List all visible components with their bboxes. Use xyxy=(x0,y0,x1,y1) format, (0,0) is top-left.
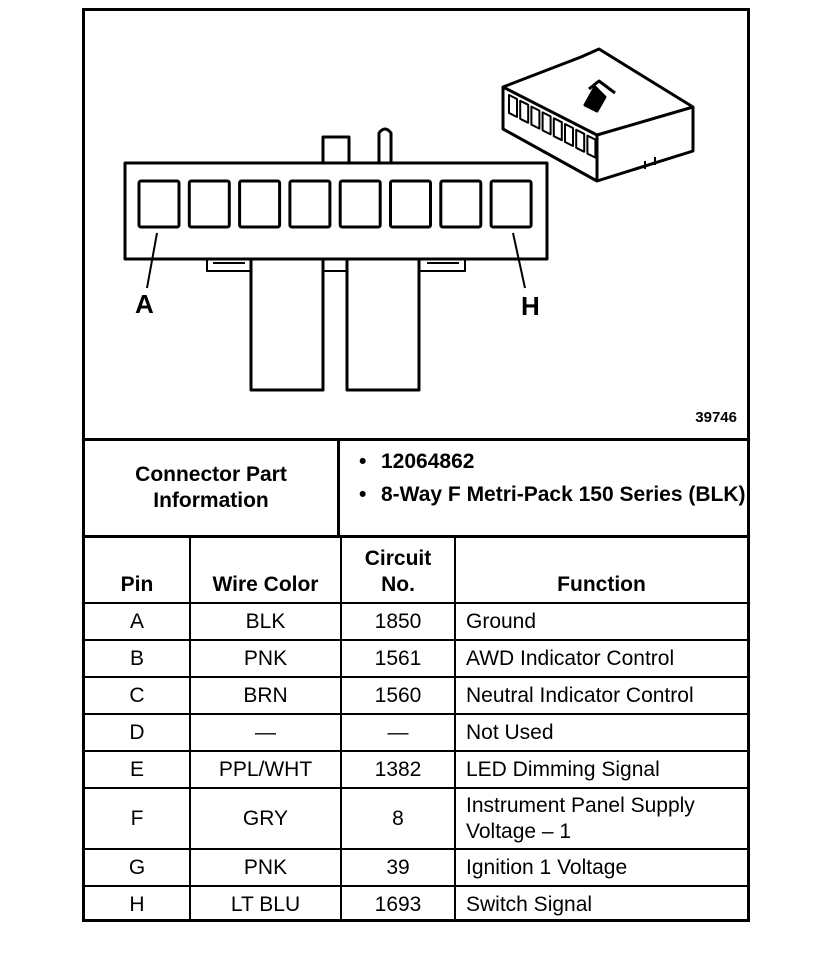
leader-line-h xyxy=(512,232,526,289)
connector-info-list: 12064862 8-Way F Metri-Pack 150 Series (… xyxy=(357,449,746,515)
function-cell: Switch Signal xyxy=(454,885,747,922)
pin-cavity xyxy=(489,179,533,229)
function-cell: AWD Indicator Control xyxy=(454,639,747,678)
pin-cavity xyxy=(389,179,432,229)
wire-color-cell: PNK xyxy=(189,639,342,678)
circuit-cell: 8 xyxy=(340,787,456,850)
pin-cavity xyxy=(187,179,231,229)
pin-cavity-3d xyxy=(586,134,597,159)
harness-right xyxy=(345,257,421,392)
connector-part-info: Connector Part Information 12064862 8-Wa… xyxy=(85,441,747,538)
pin-h-label: H xyxy=(521,291,540,321)
circuit-cell: 1693 xyxy=(340,885,456,922)
table-row: B PNK 1561 AWD Indicator Control xyxy=(85,639,747,678)
pin-cavity xyxy=(338,179,382,229)
header-wire-color: Wire Color xyxy=(189,538,342,604)
table-row: H LT BLU 1693 Switch Signal xyxy=(85,885,747,922)
connector-3d-view xyxy=(501,47,695,183)
function-cell: Instrument Panel Supply Voltage – 1 xyxy=(454,787,747,850)
pin-cavity xyxy=(238,179,282,229)
wire-color-cell: — xyxy=(189,713,342,752)
pin-cavity xyxy=(439,179,483,229)
table-row: G PNK 39 Ignition 1 Voltage xyxy=(85,848,747,887)
connector-type: 8-Way F Metri-Pack 150 Series (BLK) xyxy=(357,482,746,508)
pin-cavity-3d xyxy=(552,117,563,142)
pin-cell: D xyxy=(85,713,191,752)
pin-cell: B xyxy=(85,639,191,678)
header-circuit-no: Circuit No. xyxy=(340,538,456,604)
leader-line-a xyxy=(146,232,158,289)
wire-color-cell: PPL/WHT xyxy=(189,750,342,789)
pin-cavity-3d xyxy=(541,111,552,136)
pin-cell: H xyxy=(85,885,191,922)
pin-cell: A xyxy=(85,602,191,641)
pin-cavity-3d xyxy=(508,94,518,118)
pin-cavities xyxy=(137,179,533,229)
wire-color-cell: GRY xyxy=(189,787,342,850)
pin-cell: G xyxy=(85,848,191,887)
lock-tab xyxy=(321,135,351,165)
circuit-cell: 1561 xyxy=(340,639,456,678)
wire-color-cell: PNK xyxy=(189,848,342,887)
pin-cell: C xyxy=(85,676,191,715)
ledge xyxy=(206,259,466,272)
function-cell: Not Used xyxy=(454,713,747,752)
pin-table: Pin Wire Color Circuit No. Function A BL… xyxy=(85,538,747,922)
pin-cell: E xyxy=(85,750,191,789)
harness-left xyxy=(249,257,325,392)
connector-drawing xyxy=(123,47,695,392)
pin-cavity-3d xyxy=(530,105,541,130)
circuit-cell: 1850 xyxy=(340,602,456,641)
circuit-cell: 39 xyxy=(340,848,456,887)
pin-cavity xyxy=(137,179,181,229)
table-header-row: Pin Wire Color Circuit No. Function xyxy=(85,538,747,604)
table-row: A BLK 1850 Ground xyxy=(85,602,747,641)
pin-cavity xyxy=(288,179,332,229)
wire-color-cell: BLK xyxy=(189,602,342,641)
circuit-cell: 1382 xyxy=(340,750,456,789)
circuit-cell: 1560 xyxy=(340,676,456,715)
connector-figure: A H 39746 xyxy=(85,11,747,441)
function-cell: Ground xyxy=(454,602,747,641)
function-cell: LED Dimming Signal xyxy=(454,750,747,789)
table-row: F GRY 8 Instrument Panel Supply Voltage … xyxy=(85,787,747,850)
pin-a-label: A xyxy=(135,289,154,319)
connector-sheet: A H 39746 Connector Part Information 120… xyxy=(82,8,750,922)
header-pin: Pin xyxy=(85,538,191,604)
function-cell: Neutral Indicator Control xyxy=(454,676,747,715)
header-function: Function xyxy=(454,538,747,604)
pin-cavity-3d xyxy=(575,128,586,153)
part-number: 12064862 xyxy=(357,449,746,475)
figure-number: 39746 xyxy=(695,409,737,426)
wire-color-cell: BRN xyxy=(189,676,342,715)
latch xyxy=(377,127,393,163)
wire-color-cell: LT BLU xyxy=(189,885,342,922)
pin-cavity-3d xyxy=(564,123,574,147)
pin-cell: F xyxy=(85,787,191,850)
pin-cavity-3d xyxy=(519,99,530,124)
function-cell: Ignition 1 Voltage xyxy=(454,848,747,887)
table-row: D — — Not Used xyxy=(85,713,747,752)
table-row: C BRN 1560 Neutral Indicator Control xyxy=(85,676,747,715)
circuit-cell: — xyxy=(340,713,456,752)
connector-info-label: Connector Part Information xyxy=(85,441,340,535)
table-row: E PPL/WHT 1382 LED Dimming Signal xyxy=(85,750,747,789)
